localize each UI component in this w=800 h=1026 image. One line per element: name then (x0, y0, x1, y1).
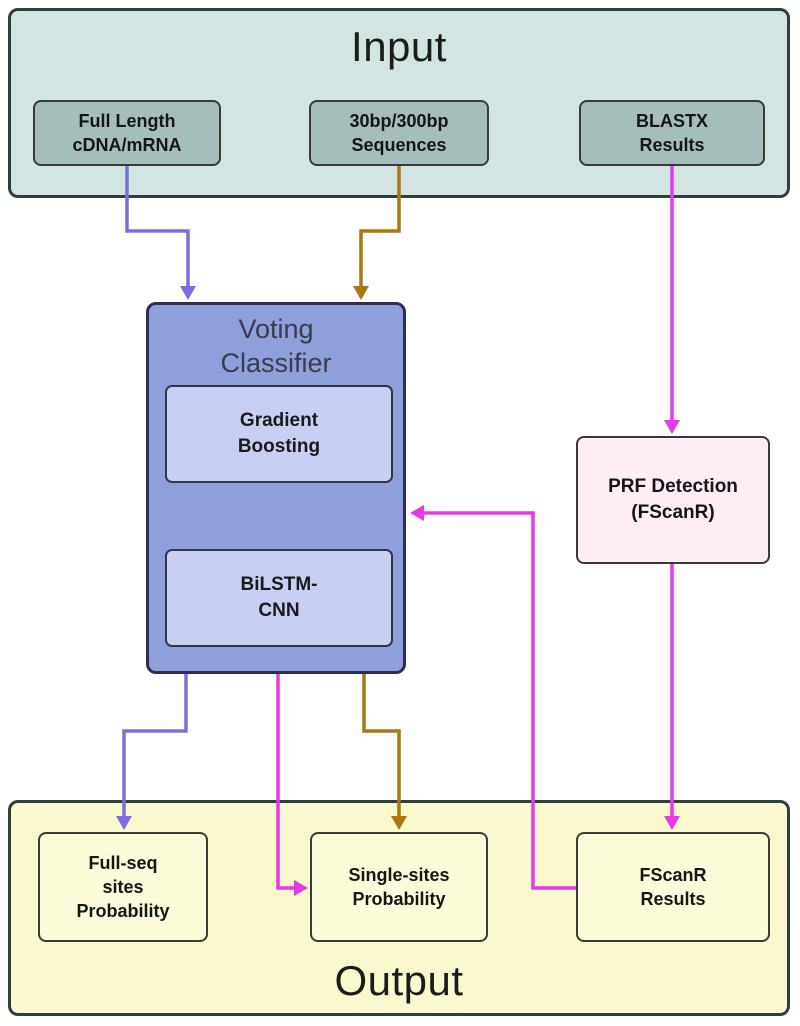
node-full-length-cdna-mrna: Full Length cDNA/mRNA (33, 100, 221, 166)
node-full-seq-sites-probability: Full-seq sites Probability (38, 832, 208, 942)
arrow-classifier-to-singlesites-top (362, 674, 401, 818)
voting-classifier-title: Voting Classifier (220, 314, 332, 378)
arrowhead-fscanr-to-classifier (410, 505, 424, 521)
node-bilstm-cnn: BiLSTM- CNN (165, 549, 393, 647)
arrowhead-blastx-to-prf (664, 420, 680, 434)
node-30bp-300bp-sequences: 30bp/300bp Sequences (309, 100, 489, 166)
input-section-title: Input (351, 23, 447, 70)
voting-classifier-box: Voting Classifier Gradient Boosting BiLS… (146, 302, 406, 674)
arrow-classifier-to-fullseq (122, 674, 188, 818)
node-fscanr-results: FScanR Results (576, 832, 770, 942)
arrowhead-sequences-to-classifier (353, 286, 369, 300)
output-section-title: Output (334, 957, 464, 1004)
node-blastx-results: BLASTX Results (579, 100, 765, 166)
arrowhead-cdna-to-classifier (180, 286, 196, 300)
node-single-sites-probability: Single-sites Probability (310, 832, 488, 942)
node-gradient-boosting: Gradient Boosting (165, 385, 393, 483)
node-prf-detection-fscanr: PRF Detection (FScanR) (576, 436, 770, 564)
